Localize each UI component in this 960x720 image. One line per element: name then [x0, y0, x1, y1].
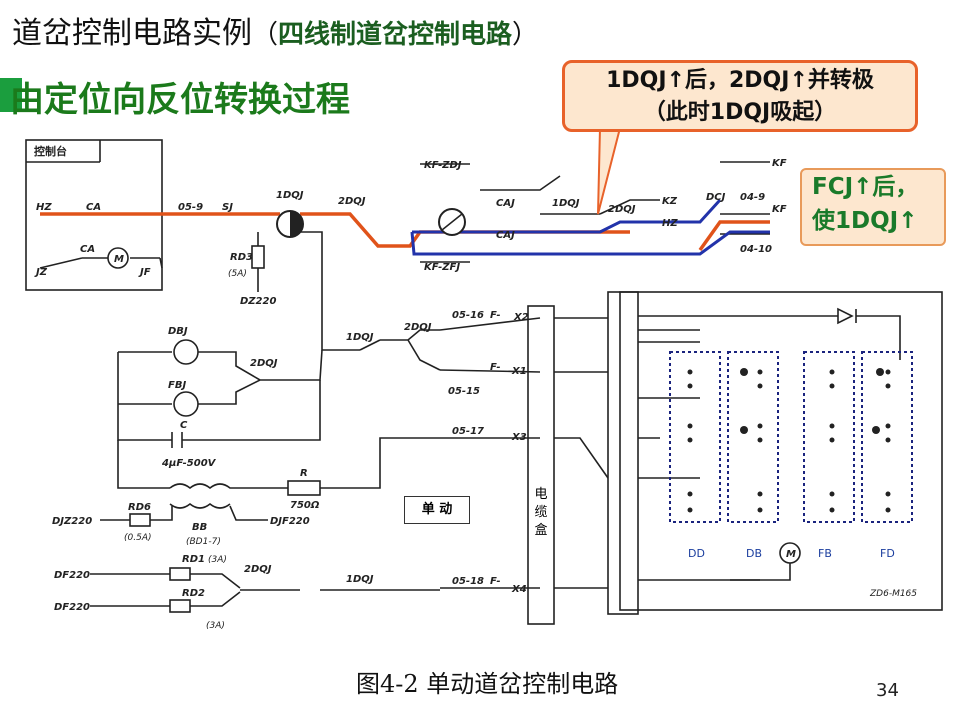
section-marker	[0, 78, 22, 112]
contact-label-db: DB	[746, 547, 762, 560]
callout-line2: （此时1DQJ吸起）	[643, 100, 837, 125]
label-rd6a: (0.5A)	[124, 533, 152, 543]
cable-box-label: 电缆盒	[532, 486, 550, 540]
contact-group-db	[727, 351, 779, 523]
label-0515: 05-15	[448, 386, 480, 397]
contact-group-fb	[803, 351, 855, 523]
callout-fcj: FCJ↑后， 使1DQJ↑	[800, 168, 946, 246]
label-jz: JZ	[34, 267, 48, 278]
label-dbj: DBJ	[168, 326, 188, 337]
label-dz220: DZ220	[240, 296, 276, 307]
callout-box: 1DQJ↑后，2DQJ↑并转极 （此时1DQJ吸起）	[562, 60, 918, 132]
label-f3: F-	[490, 576, 500, 587]
label-ca-2: CA	[80, 244, 95, 255]
label-rd2: RD2	[182, 588, 205, 599]
label-m: M	[114, 254, 124, 265]
contact-label-fd: FD	[880, 547, 895, 560]
label-2dqj-4: 2DQJ	[404, 322, 432, 333]
blue-current-path	[410, 198, 770, 256]
label-1dqj-2: 1DQJ	[552, 198, 580, 209]
label-sj: SJ	[222, 202, 233, 213]
label-2dqj-2: 2DQJ	[608, 204, 636, 215]
callout-line1: 1DQJ↑后，2DQJ↑并转极	[606, 68, 874, 93]
label-0517: 05-17	[452, 426, 484, 437]
switch-machine-box	[619, 291, 943, 611]
page-title: 道岔控制电路实例（四线制道岔控制电路）	[12, 8, 538, 52]
label-rd3: RD3	[230, 252, 253, 263]
label-x4: X4	[511, 584, 527, 595]
title-open-paren: （	[252, 20, 279, 50]
label-0410: 04-10	[740, 244, 772, 255]
contact-group-fd	[861, 351, 913, 523]
label-kz: KZ	[662, 196, 678, 207]
label-1dqj-4: 1DQJ	[346, 574, 374, 585]
label-049: 04-9	[740, 192, 765, 203]
label-kfzfj: KF-ZFJ	[424, 262, 460, 273]
label-c: C	[180, 420, 188, 431]
label-motor: M	[786, 549, 796, 560]
label-f2: F-	[490, 362, 500, 373]
page-number: 34	[876, 680, 899, 701]
label-1dqj: 1DQJ	[276, 190, 304, 201]
label-bb: BB	[192, 522, 207, 533]
contact-label-dd: DD	[688, 547, 705, 560]
control-panel-label: 控制台	[34, 144, 67, 158]
label-cap: 4μF-500V	[161, 458, 217, 469]
callout-fcj-line2: 使1DQJ↑	[812, 208, 918, 234]
figure-caption: 图4-2 单动道岔控制电路	[356, 670, 619, 698]
label-x3: X3	[511, 432, 527, 443]
label-rd6: RD6	[128, 502, 151, 513]
label-df220a: DF220	[54, 570, 90, 581]
label-rd1a: (3A)	[208, 555, 227, 565]
contact-group-dd	[669, 351, 721, 523]
label-caj: CAJ	[496, 198, 515, 209]
cable-box	[527, 305, 555, 625]
label-f1: F-	[490, 310, 500, 321]
label-r: R	[300, 468, 308, 479]
label-2dqj-5: 2DQJ	[244, 564, 272, 575]
single-action-label: 单 动	[404, 496, 470, 524]
label-fbj: FBJ	[168, 380, 186, 391]
title-main: 道岔控制电路实例	[12, 16, 252, 51]
label-model: ZD6-M165	[869, 589, 917, 599]
label-rd1: RD1	[182, 554, 205, 565]
label-1dqj-3: 1DQJ	[346, 332, 374, 343]
label-x1: X1	[511, 366, 527, 377]
label-0518: 05-18	[452, 576, 484, 587]
callout-fcj-line1: FCJ↑后，	[812, 174, 919, 200]
label-hz: HZ	[36, 202, 52, 213]
red-current-path	[40, 212, 770, 252]
label-0509: 05-9	[178, 202, 203, 213]
label-kf-2: KF	[772, 204, 787, 215]
label-djf220: DJF220	[270, 516, 310, 527]
label-kfzdj: KF-ZDJ	[424, 160, 462, 171]
contact-label-fb: FB	[818, 547, 832, 560]
label-hz-2: HZ	[662, 218, 678, 229]
label-2dqj: 2DQJ	[338, 196, 366, 207]
label-rd2a: (3A)	[206, 621, 225, 631]
cjq-box	[607, 291, 639, 615]
label-rd3a: (5A)	[228, 269, 247, 279]
slide-subtitle: 由定位向反位转换过程	[10, 80, 350, 120]
label-djz220: DJZ220	[52, 516, 92, 527]
title-close-paren: ）	[512, 20, 539, 50]
label-caj-2: CAJ	[496, 230, 515, 241]
label-kf: KF	[772, 158, 787, 169]
label-dcj: DCJ	[706, 192, 726, 203]
label-bd: (BD1-7)	[186, 537, 221, 547]
label-jf: JF	[138, 267, 151, 278]
label-r750: 750Ω	[290, 500, 320, 511]
label-0516: 05-16	[452, 310, 484, 321]
title-sub: 四线制道岔控制电路	[278, 20, 513, 50]
label-x2: X2	[513, 312, 529, 323]
label-df220b: DF220	[54, 602, 90, 613]
label-2dqj-3: 2DQJ	[250, 358, 278, 369]
label-ca: CA	[86, 202, 101, 213]
